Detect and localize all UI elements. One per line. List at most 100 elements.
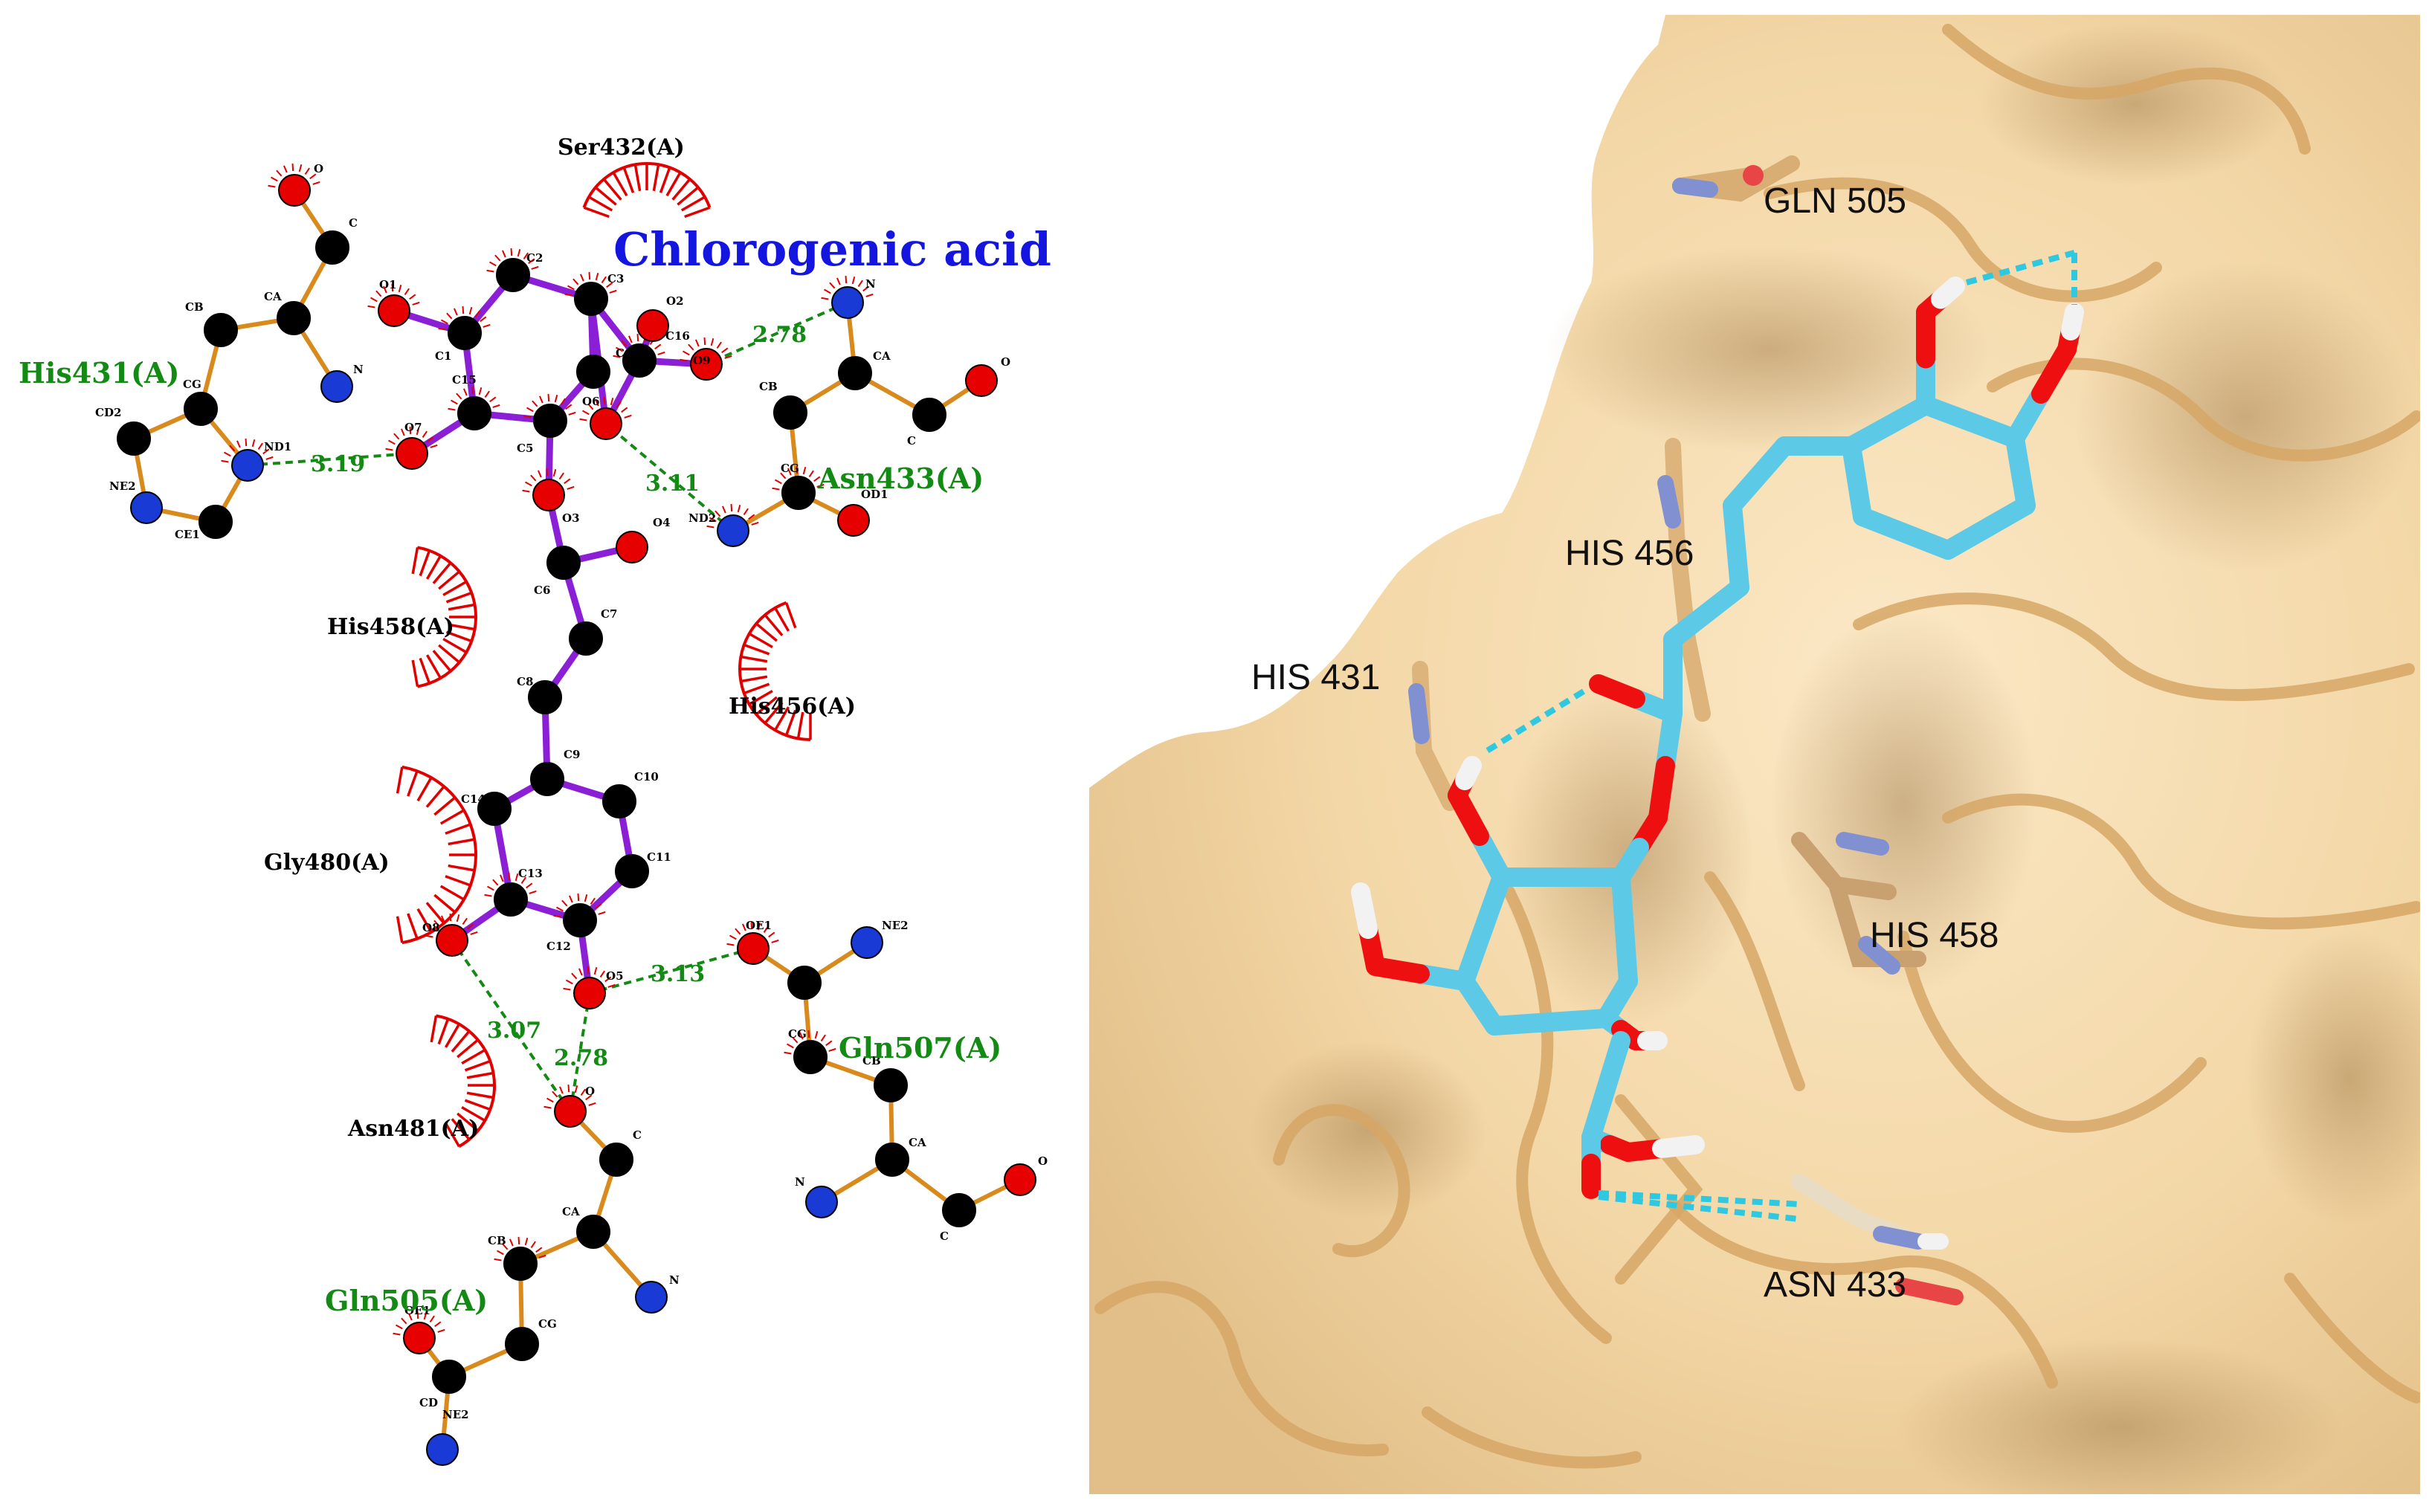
contact-spike [291,164,294,172]
contact-spike [304,167,310,175]
contact-spike [492,879,499,886]
ligand-stick [1916,395,2025,448]
hydrophobic-spoke [583,206,610,219]
hydrophobic-spoke [652,164,660,192]
contact-spike [502,1243,509,1250]
carbon-atom [773,395,807,430]
nitrogen-atom [130,491,163,524]
hydrophobic-spoke [755,696,778,716]
atom-label: OE1 [746,919,772,932]
contact-spike [621,407,628,413]
atom-label: O [314,162,323,175]
contact-spike [523,252,529,260]
contact-spike [391,284,394,292]
atom-label: NE2 [882,919,909,932]
hydrophobic-spoke [461,1105,486,1122]
atom-label: CB [488,1234,506,1247]
hydrophobic-spoke [448,623,475,631]
carbon-atom [838,356,872,390]
contact-spike [553,914,561,918]
contact-spike [383,285,387,294]
hydrophobic-spoke [457,1038,479,1059]
hydrophobic-spoke [416,777,433,802]
oxygen-atom [690,348,723,381]
contact-spike [613,355,621,358]
contact-spike [470,931,478,935]
atom-label: C2 [526,251,543,265]
contact-spike [416,427,420,436]
atom-label: CG [538,1317,557,1331]
carbon-atom [546,546,581,580]
oxygen-atom [436,924,468,957]
nitrogen-atom [851,926,883,959]
hbond-distance-his431-o7: 3.19 [311,451,365,477]
contact-spike [393,1332,401,1336]
hydrophobic-spoke [741,675,768,683]
atom-label: O [1001,355,1010,369]
contact-spike [559,1086,564,1094]
hydrophobic-spoke [633,164,642,192]
contact-spike [601,276,607,284]
hbond-distance-asn433-o9: 2.78 [752,322,807,348]
atom-label: O5 [606,969,624,983]
carbon-atom [563,903,597,937]
contact-spike [448,407,456,411]
contact-spike [560,398,566,406]
contact-spike [587,403,594,410]
ligand-stick [2061,303,2084,340]
hydrophobic-spoke [748,632,773,649]
contact-spike [750,922,753,930]
hydrophobic-spoke [439,809,465,825]
carbon-atom [574,282,608,316]
contact-spike [530,474,537,482]
atom-label: OE1 [404,1304,430,1317]
atom-label: C7 [601,607,617,621]
contact-spike [578,968,583,976]
surface-shading [1249,22,2420,1494]
ligand-stick [1652,1135,1705,1158]
carbon-atom [576,1215,610,1249]
contact-spike [492,404,500,408]
contact-spike [487,885,494,891]
nitrogen-atom [805,1186,838,1218]
atom-label: CE1 [175,528,200,541]
contact-spike [579,418,587,421]
atom-label: C9 [564,748,580,761]
ligand-stick [1842,395,1935,456]
oxygen-atom [403,1322,436,1354]
contact-spike [276,169,283,177]
atom-label: C [349,216,358,230]
contact-spike [441,319,448,325]
contact-spike [590,897,596,905]
contact-spike [409,294,416,300]
hydrophobic-spoke [432,650,452,672]
contact-spike [724,355,732,359]
contact-spike [654,343,662,350]
atom-label: CG [781,462,799,475]
contact-spike [683,350,690,356]
contact-spike [621,340,628,347]
contact-spike [486,269,494,273]
hydrophobic-spoke [407,913,419,940]
contact-spike [539,395,543,404]
oxygen-atom [278,174,311,207]
atom-label: C5 [517,442,533,455]
carbon-atom [622,343,657,378]
contact-spike [829,282,836,289]
contact-spike [709,517,717,523]
hydrophobic-spoke [407,770,419,797]
contact-spike [312,181,320,185]
contact-spike [456,392,462,400]
contact-spike [775,479,782,485]
carbon-atom [277,301,311,335]
contact-spike [552,1091,558,1098]
hydrophobic-spoke [425,785,445,808]
hydrophobic-spoke [764,614,784,636]
contact-spike [404,288,410,296]
contact-spike [862,285,870,292]
hbond-line [569,992,591,1112]
hydrophobic-spoke [439,885,465,901]
